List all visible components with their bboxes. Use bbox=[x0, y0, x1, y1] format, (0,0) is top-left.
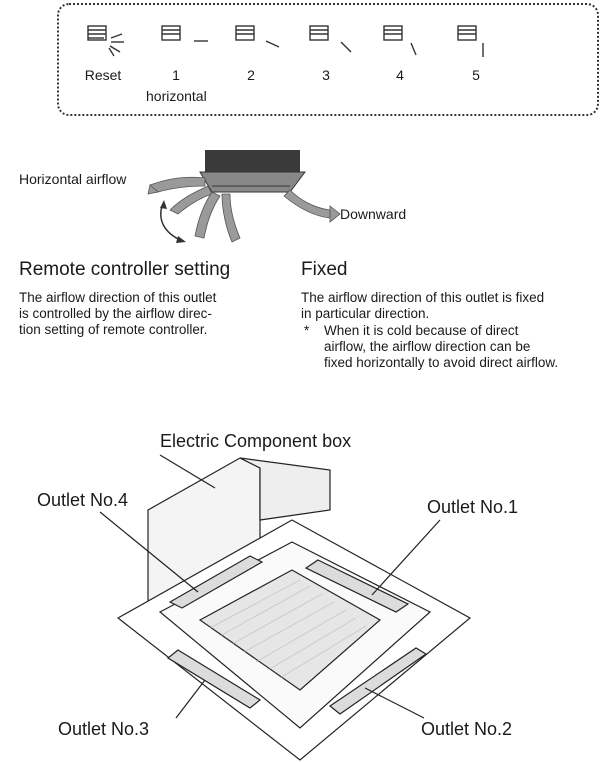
louver-icon-reset bbox=[87, 25, 124, 57]
outlet-4-label: Outlet No.4 bbox=[37, 490, 129, 510]
remote-line-3: tion setting of remote controller. bbox=[19, 322, 208, 337]
outlet-2-label: Outlet No.2 bbox=[421, 719, 513, 739]
horizontal-airflow-label: Horizontal airflow bbox=[19, 171, 127, 187]
louver-icon-2 bbox=[235, 25, 280, 48]
position-label-3: 3 bbox=[322, 67, 330, 83]
swing-arrow bbox=[160, 205, 181, 241]
position-label-1: 1 bbox=[172, 67, 180, 83]
airflow-arrows bbox=[147, 176, 341, 243]
note-line-3: fixed horizontally to avoid direct airfl… bbox=[324, 355, 559, 370]
louver-icon-5 bbox=[457, 25, 484, 57]
fixed-text: The airflow direction of this outlet is … bbox=[301, 290, 601, 322]
position-label-reset: Reset bbox=[84, 67, 122, 83]
fixed-note-mark: * bbox=[304, 323, 310, 338]
fixed-line-2: in particular direction. bbox=[301, 306, 430, 321]
leader-lines bbox=[99, 454, 441, 719]
fixed-line-1: The airflow direction of this outlet is … bbox=[301, 290, 545, 305]
component-box-label: Electric Component box bbox=[160, 431, 352, 451]
position-label-5: 5 bbox=[472, 67, 480, 83]
position-label-2: 2 bbox=[247, 67, 255, 83]
louver-icon-1 bbox=[161, 25, 208, 42]
position-label-4: 4 bbox=[396, 67, 404, 83]
note-line-2: airflow, the airflow direction can be bbox=[324, 339, 531, 354]
louver-position-legend bbox=[57, 3, 599, 116]
grille-lines bbox=[209, 579, 367, 679]
position-sublabel-1: horizontal bbox=[146, 88, 207, 104]
note-line-1: When it is cold because of direct bbox=[324, 323, 519, 338]
louver-icon-3 bbox=[309, 25, 352, 53]
fixed-heading: Fixed bbox=[301, 259, 348, 280]
remote-line-1: The airflow direction of this outlet bbox=[19, 290, 217, 305]
fixed-note: When it is cold because of direct airflo… bbox=[324, 323, 602, 371]
downward-label: Downward bbox=[340, 206, 407, 222]
outlet-3-label: Outlet No.3 bbox=[58, 719, 150, 739]
cassette-unit-sketch bbox=[199, 150, 306, 193]
louver-icon-4 bbox=[383, 25, 417, 56]
outlet-1-label: Outlet No.1 bbox=[427, 497, 519, 517]
remote-setting-heading: Remote controller setting bbox=[19, 259, 231, 280]
remote-setting-text: The airflow direction of this outlet is … bbox=[19, 290, 279, 338]
remote-line-2: is controlled by the airflow direc- bbox=[19, 306, 212, 321]
